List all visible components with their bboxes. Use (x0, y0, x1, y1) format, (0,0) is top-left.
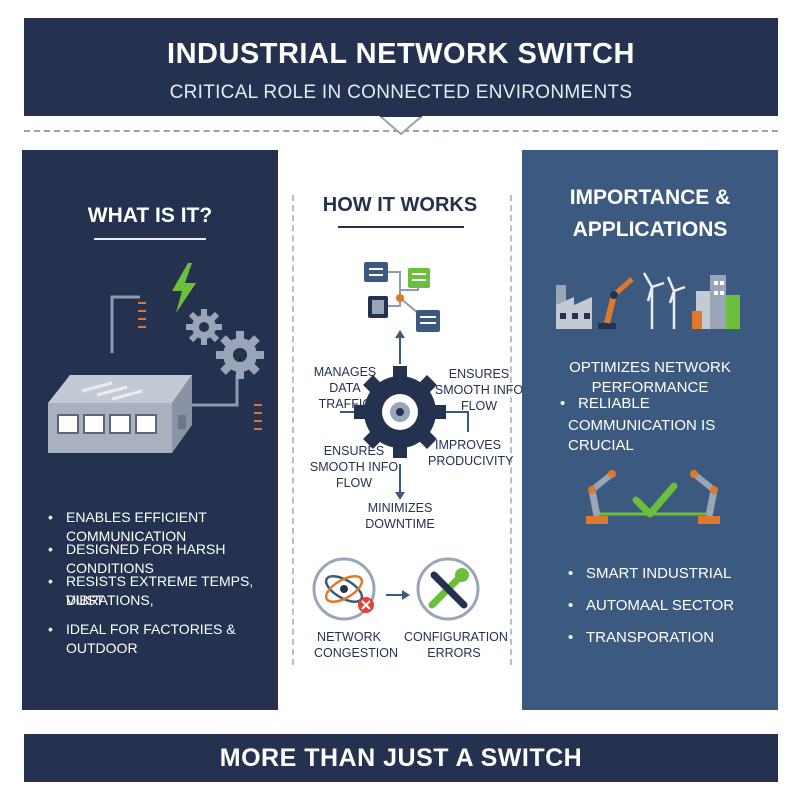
footer-title: MORE THAN JUST A SWITCH (219, 744, 583, 772)
gear-icon (186, 309, 264, 379)
problems-illustration (312, 557, 480, 621)
network-switch-illustration (48, 263, 264, 453)
bullet-item: •RESISTS EXTREME TEMPS, VIBRATIONS, (48, 573, 254, 608)
city-icon (692, 275, 740, 329)
applications-illustration (556, 272, 740, 329)
what-is-it-title: WHAT IS IT? (87, 204, 213, 227)
robot-arms-check-illustration (586, 470, 720, 524)
header-banner: INDUSTRIAL NETWORK SWITCH CRITICAL ROLE … (24, 18, 778, 116)
robot-arm-icon (598, 277, 634, 329)
header-pointer (380, 114, 422, 136)
page-subtitle: CRITICAL ROLE IN CONNECTED ENVIRONMENTS (169, 82, 633, 103)
bullet-item: •ENABLES EFFICIENT COMMUNICATION (48, 509, 207, 544)
network-congestion-icon (312, 557, 376, 621)
middle-divider-left (292, 195, 294, 665)
what-is-it-panel: WHAT IS IT? (22, 150, 278, 710)
reliable-bullet-continuation: COMMUNICATION IS CRUCIAL (568, 417, 716, 454)
importance-title-line2: APPLICATIONS (572, 218, 728, 241)
page-title: INDUSTRIAL NETWORK SWITCH (167, 38, 635, 70)
network-nodes-illustration (364, 262, 440, 332)
bullet-item: •DESIGNED FOR HARSH CONDITIONS (48, 541, 226, 576)
server-icon (364, 262, 440, 332)
footer-banner: MORE THAN JUST A SWITCH (24, 734, 778, 782)
bullet-item: •IDEAL FOR FACTORIES & OUTDOOR (48, 621, 236, 656)
importance-applications-panel: IMPORTANCE & APPLICATIONS OPTIMIZES NETW… (522, 150, 778, 710)
check-icon (632, 482, 678, 518)
lightning-icon (172, 263, 196, 313)
wind-turbine-icon (642, 272, 686, 329)
robot-arm-icon (690, 470, 720, 524)
wrench-icon (416, 557, 480, 621)
optimizes-text: OPTIMIZES NETWORK PERFORMANCE (569, 359, 731, 396)
central-gear-diagram (340, 330, 469, 500)
central-gear-icon (354, 366, 446, 458)
title-underline (94, 238, 206, 240)
middle-divider-right (510, 195, 512, 665)
importance-title-line1: IMPORTANCE & (569, 186, 731, 209)
robot-arm-icon (586, 470, 616, 524)
how-it-works-title: HOW IT WORKS (322, 194, 478, 216)
title-underline (338, 226, 464, 228)
factory-icon (556, 285, 592, 329)
bullet-item-continuation: DUST (66, 592, 105, 608)
network-switch-icon (48, 375, 192, 453)
